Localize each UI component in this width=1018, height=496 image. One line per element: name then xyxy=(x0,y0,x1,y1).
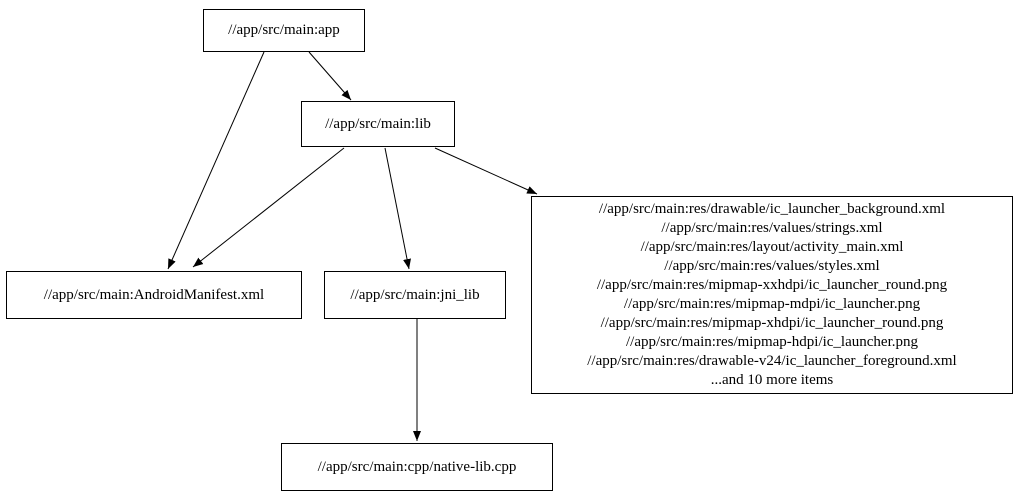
res-file-line: //app/src/main:res/drawable/ic_launcher_… xyxy=(598,201,946,217)
edge-app-lib xyxy=(308,51,352,101)
node-android-manifest-label: //app/src/main:AndroidManifest.xml xyxy=(43,286,265,303)
edge-lib-jni-lib xyxy=(384,147,411,270)
node-android-manifest: //app/src/main:AndroidManifest.xml xyxy=(6,271,302,319)
node-lib-label: //app/src/main:lib xyxy=(325,115,431,132)
node-native-lib-cpp-label: //app/src/main:cpp/native-lib.cpp xyxy=(317,458,517,475)
res-file-line: //app/src/main:res/values/styles.xml xyxy=(664,258,880,274)
node-app-label: //app/src/main:app xyxy=(228,22,340,38)
res-file-line: //app/src/main:res/mipmap-xxhdpi/ic_laun… xyxy=(596,277,948,293)
node-jni-lib: //app/src/main:jni_lib xyxy=(324,271,506,319)
res-file-line: //app/src/main:res/mipmap-mdpi/ic_launch… xyxy=(623,296,921,312)
edge-lib-res xyxy=(434,147,538,195)
res-file-line: //app/src/main:res/layout/activity_main.… xyxy=(640,239,904,255)
res-file-line: //app/src/main:res/drawable-v24/ic_launc… xyxy=(587,353,957,369)
res-more-items-line: ...and 10 more items xyxy=(710,372,834,388)
edge-lib-manifest xyxy=(192,147,345,268)
node-jni-lib-label: //app/src/main:jni_lib xyxy=(350,286,480,303)
edge-app-manifest xyxy=(167,51,265,270)
node-res-files: //app/src/main:res/drawable/ic_launcher_… xyxy=(531,196,1013,394)
res-file-line: //app/src/main:res/mipmap-hdpi/ic_launch… xyxy=(625,334,918,350)
node-app: //app/src/main:app xyxy=(203,9,365,52)
res-file-line: //app/src/main:res/values/strings.xml xyxy=(661,220,883,236)
res-file-line: //app/src/main:res/mipmap-xhdpi/ic_launc… xyxy=(600,315,944,331)
node-lib: //app/src/main:lib xyxy=(301,101,455,147)
node-native-lib-cpp: //app/src/main:cpp/native-lib.cpp xyxy=(281,443,553,491)
